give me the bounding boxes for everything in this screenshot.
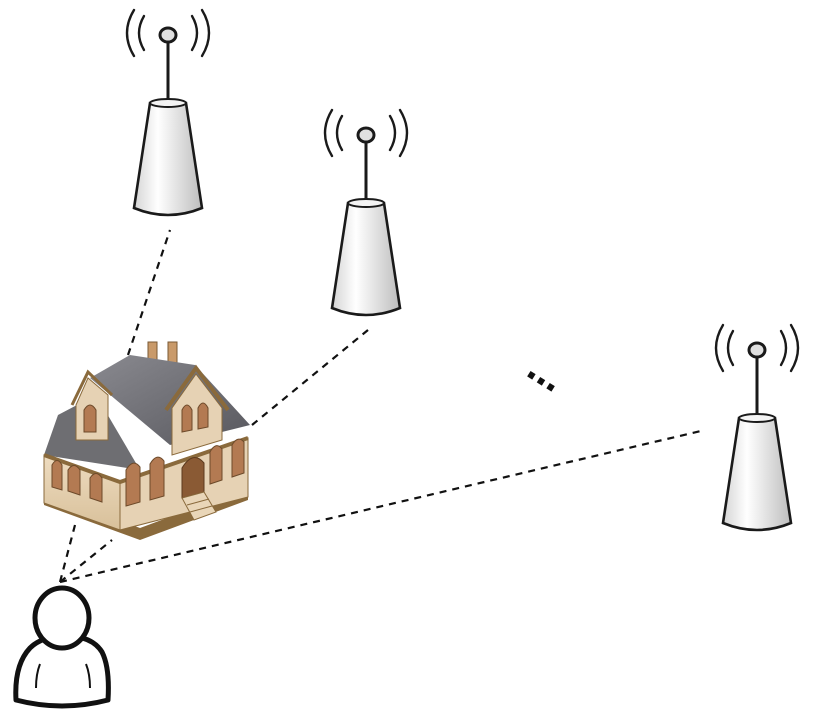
link-house-tower-2: [251, 329, 369, 426]
link-user-house-b: [59, 539, 113, 583]
antenna-icon: [323, 108, 409, 317]
links: [58, 229, 706, 584]
house-icon: [43, 341, 250, 540]
antenna-icon: [125, 8, 211, 217]
link-user-house-a: [58, 524, 77, 583]
user-icon: [13, 585, 111, 709]
antenna-icon: [714, 323, 800, 532]
link-house-tower-1: [126, 229, 172, 356]
link-user-tower-3: [59, 428, 706, 584]
